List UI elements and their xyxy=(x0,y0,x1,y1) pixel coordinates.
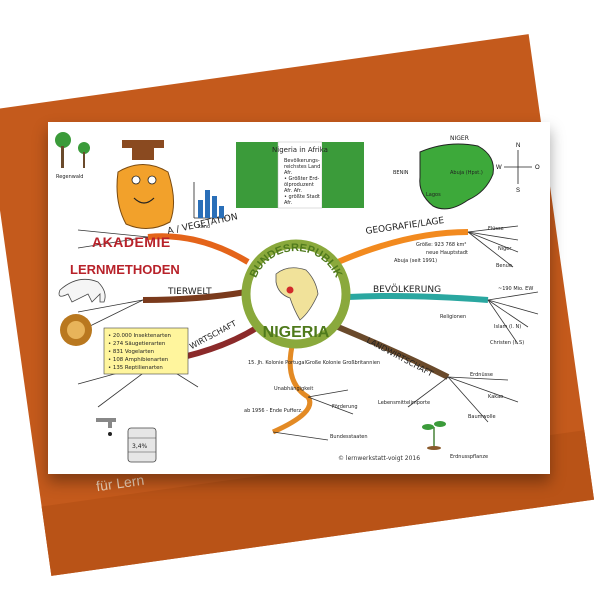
svg-text:• 20.000 Insektenarten: • 20.000 Insektenarten xyxy=(108,333,171,339)
tree-label: Regenwald xyxy=(56,174,83,180)
lion-face xyxy=(67,321,85,339)
svg-text:• 274 Säugetierarten: • 274 Säugetierarten xyxy=(108,341,165,347)
svg-text:Benue: Benue xyxy=(496,263,512,269)
branch-animals xyxy=(142,289,247,303)
branch-history xyxy=(271,341,313,435)
mascot-eye-left xyxy=(131,175,141,185)
mascot-mouth xyxy=(133,197,155,204)
svg-text:• 831 Vogelarten: • 831 Vogelarten xyxy=(108,349,154,355)
svg-text:Christen (l. S): Christen (l. S) xyxy=(490,340,524,346)
flag-green-right xyxy=(322,142,364,208)
svg-text:Islam (l. N): Islam (l. N) xyxy=(494,324,521,330)
nigeria-map xyxy=(419,143,494,210)
mindmap-canvas: BUNDESREPUBLIK NIGERIA GEOGRAFIE/LAGE BE… xyxy=(55,132,540,463)
svg-text:reichstes Land: reichstes Land xyxy=(284,164,320,170)
elephant-sketch xyxy=(58,278,106,303)
map-label-abuja: Abuja (Hpst.) xyxy=(450,170,483,176)
branch-vegetation xyxy=(147,233,250,265)
svg-text:Lebensmittelimporte: Lebensmittelimporte xyxy=(378,400,430,406)
svg-text:ölproduzent: ölproduzent xyxy=(284,182,314,188)
compass-o: O xyxy=(535,165,540,171)
agri-notes: Erdnüsse Kakao Lebensmittelimporte Baumw… xyxy=(378,372,503,420)
compass-s: S xyxy=(516,188,520,194)
barrel-label: 3,4% xyxy=(132,443,148,450)
svg-text:• 108 Amphibienarten: • 108 Amphibienarten xyxy=(108,357,168,363)
tree-sketch xyxy=(55,132,90,168)
branch-population xyxy=(347,293,489,303)
geo-notes: Größe: 923 768 km² neue Hauptstadt Abuja… xyxy=(394,226,512,269)
map-label-benin: BENIN xyxy=(393,170,409,176)
history-notes: Große Kolonie Großbritannien 15. Jh. Kol… xyxy=(244,360,380,440)
svg-text:Flüsse: Flüsse xyxy=(488,226,504,232)
brand-line2: LERNMETHODEN xyxy=(70,262,180,277)
svg-text:~190 Mio. EW: ~190 Mio. EW xyxy=(498,286,533,292)
africa-shape xyxy=(275,267,319,321)
note-lines xyxy=(77,225,539,441)
svg-text:Größe: 923 768 km²: Größe: 923 768 km² xyxy=(416,242,466,248)
map-label-niger: NIGER xyxy=(450,135,469,142)
svg-text:Bundesstaaten: Bundesstaaten xyxy=(330,434,368,440)
bar-sketch-label: kano xyxy=(198,224,210,230)
tap-icon xyxy=(96,418,116,436)
svg-text:• 135 Reptilienarten: • 135 Reptilienarten xyxy=(108,365,163,371)
peanut-plant-icon xyxy=(422,421,446,450)
branch-label-animals: TIERWELT xyxy=(167,287,212,297)
svg-text:Unabhängigkeit: Unabhängigkeit xyxy=(274,386,313,392)
svg-text:Erdnüsse: Erdnüsse xyxy=(470,372,493,378)
mascot-body xyxy=(116,164,174,229)
compass-n: N xyxy=(516,143,520,149)
branch-geography xyxy=(336,229,469,265)
mindmap-sheet: BUNDESREPUBLIK NIGERIA GEOGRAFIE/LAGE BE… xyxy=(48,122,550,474)
mascot-eye-right xyxy=(147,175,157,185)
svg-text:Baumwolle: Baumwolle xyxy=(468,414,496,420)
svg-text:• größte Stadt: • größte Stadt xyxy=(284,194,320,200)
nigeria-pin xyxy=(286,286,294,294)
oil-barrel-icon xyxy=(127,427,157,463)
center-title-bottom: NIGERIA xyxy=(263,324,330,341)
svg-text:Kakao: Kakao xyxy=(488,394,503,400)
svg-text:Niger: Niger xyxy=(498,246,512,252)
branch-agriculture xyxy=(336,324,450,380)
map-label-lagos: Lagos xyxy=(426,192,441,198)
svg-text:Große Kolonie Großbritannien: Große Kolonie Großbritannien xyxy=(306,360,380,366)
flag-green-left xyxy=(236,142,278,208)
animals-list: • 20.000 Insektenarten • 274 Säugetierar… xyxy=(108,333,171,371)
svg-text:Abuja (seit 1991): Abuja (seit 1991) xyxy=(394,258,437,264)
svg-text:Förderung: Förderung xyxy=(332,404,358,410)
compass-icon xyxy=(504,150,532,184)
mascot-hat-crown xyxy=(132,146,154,160)
svg-text:Religionen: Religionen xyxy=(440,314,466,320)
pop-notes: ~190 Mio. EW Religionen Islam (l. N) Chr… xyxy=(440,286,533,346)
svg-text:ab 1956 - Ende Pufferz.: ab 1956 - Ende Pufferz. xyxy=(244,408,303,414)
svg-text:Afr.: Afr. xyxy=(284,170,293,176)
flag-title: Nigeria in Afrika xyxy=(272,146,328,154)
branch-label-population: BEVÖLKERUNG xyxy=(373,284,441,295)
flag-notes: Bevölkerungs- reichstes Land Afr. • Größ… xyxy=(284,158,320,206)
peanut-label: Erdnusspflanze xyxy=(450,454,488,460)
copyright-text: © lernwerkstatt-voigt 2016 xyxy=(338,455,420,462)
svg-text:Afr.: Afr. xyxy=(284,200,293,206)
svg-text:15. Jh. Kolonie Portugal: 15. Jh. Kolonie Portugal xyxy=(248,360,306,366)
svg-text:Bevölkerungs-: Bevölkerungs- xyxy=(284,158,320,164)
brand-line1: AKADEMIE xyxy=(92,234,171,250)
animals-box xyxy=(103,327,189,375)
svg-text:• Größter Erd-: • Größter Erd- xyxy=(284,176,320,182)
svg-text:neue Hauptstadt: neue Hauptstadt xyxy=(426,250,468,256)
branch-label-agriculture: LANDWIRTSCHAFT xyxy=(365,336,435,379)
small-bar-sketch xyxy=(193,182,226,219)
svg-text:Afr. Afr.: Afr. Afr. xyxy=(284,188,302,194)
compass-w: W xyxy=(496,165,502,171)
mascot-hat xyxy=(122,140,164,148)
